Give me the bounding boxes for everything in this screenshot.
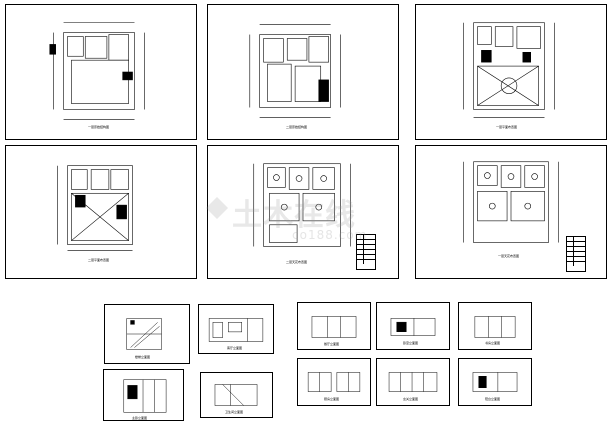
elevation-drawing xyxy=(307,372,361,392)
sheet-caption: 一层平面布置图 xyxy=(496,125,518,129)
elevation-drawing xyxy=(123,379,167,413)
watermark-subtext: co188.com xyxy=(292,228,368,242)
watermark-text: 土木在线 xyxy=(232,198,356,233)
sheet-caption: 楼梯立面图 xyxy=(135,355,151,359)
ceiling-plan-drawing xyxy=(463,161,559,243)
floor-plan-drawing xyxy=(249,24,341,118)
sheet-elevation-6[interactable]: 主卧立面图 xyxy=(103,369,184,421)
sheet-second-floor-ceiling[interactable]: 二层天花布置图 xyxy=(207,145,399,279)
sheet-elevation-7[interactable]: 卫生间立面图 xyxy=(200,372,273,418)
elevation-drawing xyxy=(126,318,162,350)
sheet-elevation-2[interactable]: 客厅立面图 xyxy=(198,304,274,354)
elevation-drawing xyxy=(208,318,264,342)
sheet-caption: 一层原始结构图 xyxy=(88,125,110,129)
sheet-caption: 玄关立面图 xyxy=(403,397,419,401)
sheet-second-floor-original-structure[interactable]: 二层原始结构图 xyxy=(207,4,399,140)
sheet-caption: 二层天花布置图 xyxy=(286,260,308,264)
sheet-second-floor-layout[interactable]: 二层平面布置图 xyxy=(5,145,197,279)
watermark-logo-icon xyxy=(206,197,228,219)
sheet-elevation-1[interactable]: 楼梯立面图 xyxy=(104,304,190,364)
sheet-elevation-9[interactable]: 玄关立面图 xyxy=(376,358,450,406)
sheet-elevation-4[interactable]: 卧室立面图 xyxy=(376,302,450,350)
sheet-elevation-10[interactable]: 阳台立面图 xyxy=(458,358,532,406)
ceiling-plan-drawing xyxy=(253,163,351,247)
sheet-caption: 二层原始结构图 xyxy=(286,125,308,129)
sheet-elevation-5[interactable]: 书房立面图 xyxy=(458,302,532,350)
sheet-caption: 卧室立面图 xyxy=(403,341,419,345)
legend-table xyxy=(356,234,376,270)
elevation-drawing xyxy=(311,316,357,338)
sheet-ground-floor-layout[interactable]: 一层平面布置图 xyxy=(415,4,607,140)
elevation-drawing xyxy=(214,384,258,406)
floor-plan-drawing xyxy=(49,22,145,120)
elevation-drawing xyxy=(390,318,436,336)
sheet-caption: 书房立面图 xyxy=(485,341,501,345)
sheet-elevation-8[interactable]: 厨房立面图 xyxy=(297,358,371,406)
sheet-caption: 餐厅立面图 xyxy=(324,342,340,346)
sheet-caption: 卫生间立面图 xyxy=(225,410,244,414)
elevation-drawing xyxy=(472,372,518,392)
floor-plan-drawing xyxy=(463,22,555,118)
sheet-ground-floor-original-structure[interactable]: 一层原始结构图 xyxy=(5,4,197,140)
watermark: 土木在线 co188.com xyxy=(232,190,367,242)
sheet-elevation-3[interactable]: 餐厅立面图 xyxy=(297,302,371,350)
sheet-caption: 主卧立面图 xyxy=(132,416,148,420)
elevation-drawing xyxy=(388,372,438,392)
sheet-caption: 一层天花布置图 xyxy=(498,254,520,258)
floor-plan-drawing xyxy=(57,165,133,251)
sheet-ground-floor-ceiling[interactable]: 一层天花布置图 xyxy=(415,145,607,279)
sheet-caption: 阳台立面图 xyxy=(485,397,501,401)
legend-table xyxy=(566,236,586,272)
sheet-caption: 厨房立面图 xyxy=(324,397,340,401)
sheet-caption: 二层平面布置图 xyxy=(88,258,110,262)
elevation-drawing xyxy=(474,316,516,338)
sheet-caption: 客厅立面图 xyxy=(227,346,243,350)
